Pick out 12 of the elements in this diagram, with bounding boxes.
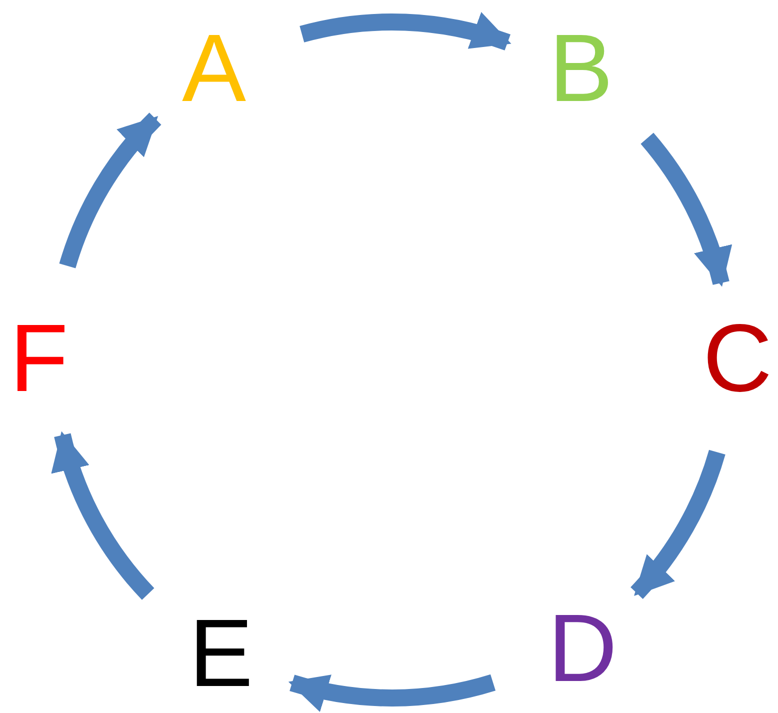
node-letter: F — [10, 315, 68, 403]
curved-arrow — [53, 431, 155, 600]
curved-arrow — [630, 449, 726, 599]
node-letter: A — [182, 25, 246, 113]
curved-arrow — [288, 672, 496, 710]
curved-arrow — [640, 133, 730, 287]
curved-arrow — [59, 113, 162, 269]
curved-arrow — [300, 14, 512, 52]
node-letter: B — [548, 25, 614, 113]
node-letter: D — [548, 605, 618, 693]
node-letter: C — [702, 315, 772, 403]
node-letter: E — [188, 610, 254, 698]
